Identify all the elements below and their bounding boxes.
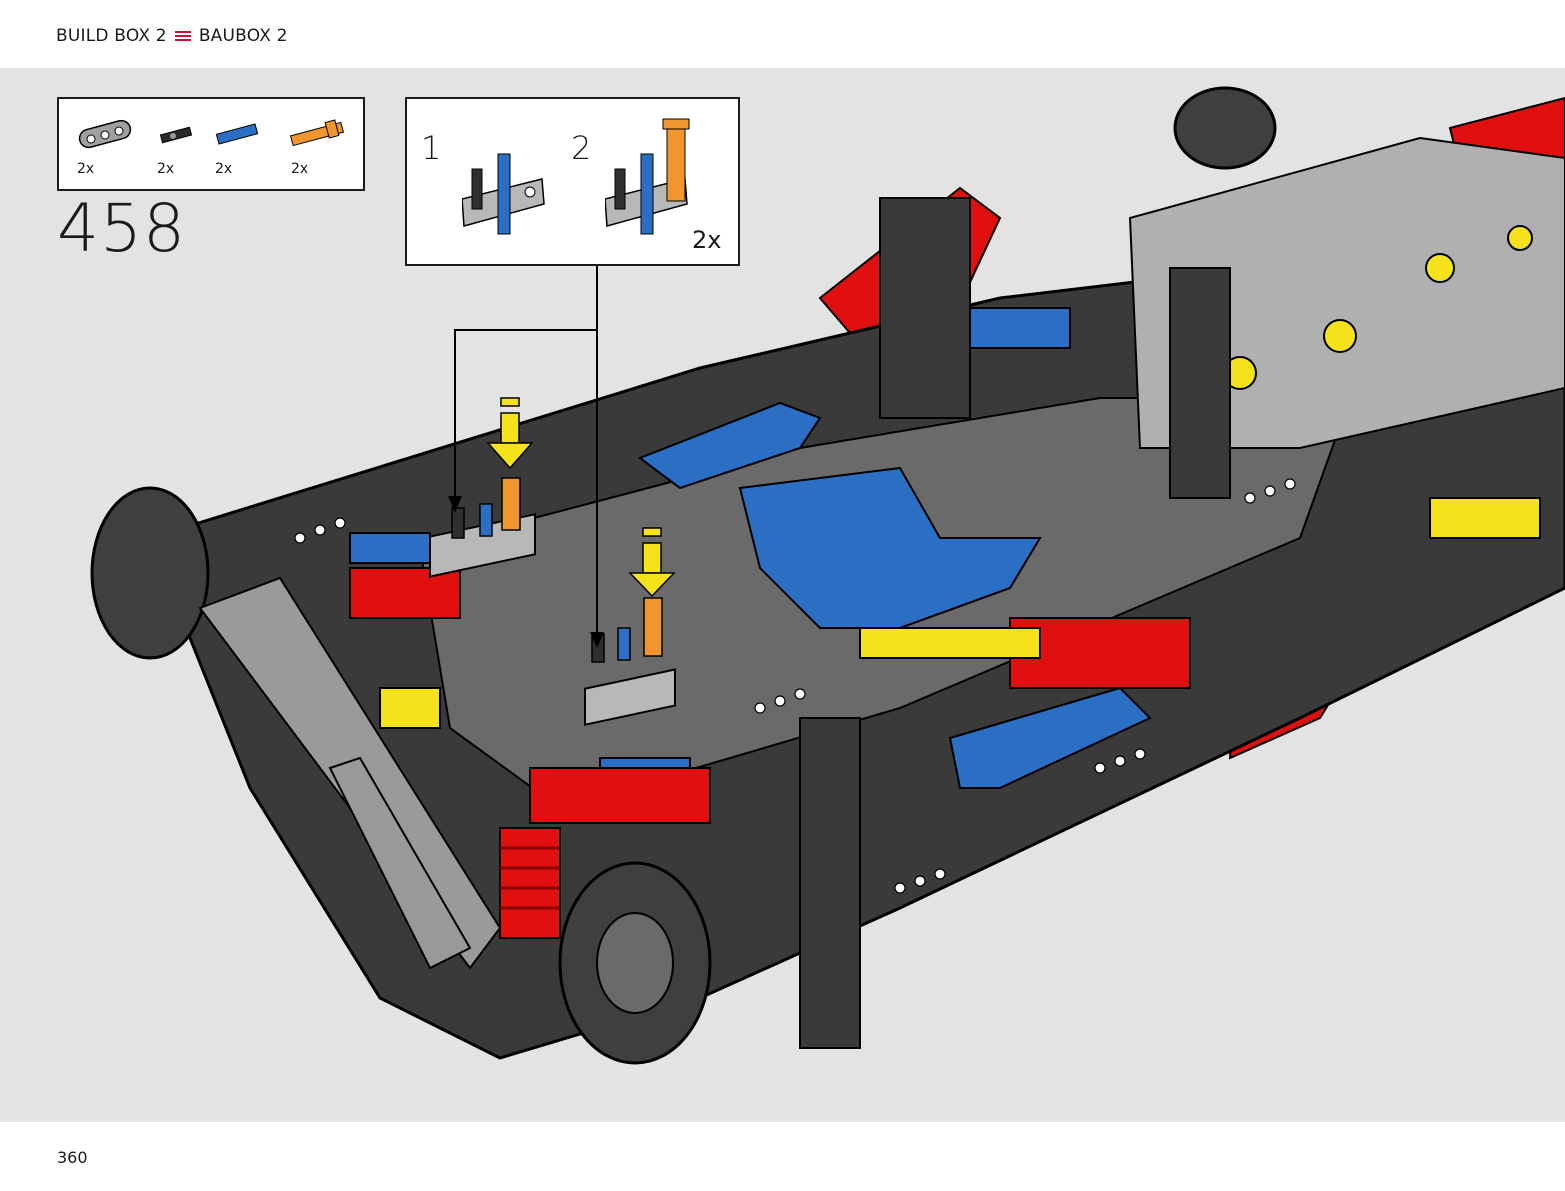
callout-arrowhead-1 [448, 496, 462, 513]
step-number: 458 [57, 190, 186, 267]
placed-parts-group-1 [451, 477, 521, 539]
part-gray-beam: 2x [75, 113, 135, 183]
illustration-canvas: 2x 2x 2x 2x 458 1 [0, 68, 1565, 1122]
part-qty: 2x [215, 161, 233, 177]
yellow-arm-right [1429, 497, 1541, 539]
placed-parts-group-2 [591, 597, 663, 663]
gray-beam-icon [78, 119, 132, 149]
part-blue-pin: 2x [213, 113, 273, 183]
substep-2-label: 2 [571, 129, 592, 167]
page-header: BUILD BOX 2 BAUBOX 2 [0, 0, 1565, 68]
wheel-hub-rear [1173, 86, 1277, 170]
substep-multiplier: 2x [692, 226, 722, 254]
page-footer [0, 1122, 1565, 1191]
target-beam-2 [584, 668, 676, 726]
car-chassis-illustration [90, 86, 1565, 1065]
yellow-shaft [859, 627, 1041, 659]
orange-axle-pin-icon [289, 119, 345, 147]
substep-1-label: 1 [421, 129, 442, 167]
blue-bracket-center [738, 466, 1042, 629]
blue-arm-left [637, 401, 822, 490]
wheel-hub-left [90, 486, 210, 660]
blue-beam-top [969, 307, 1071, 349]
part-orange-pin: 2x [287, 113, 347, 183]
shock-absorber [499, 827, 561, 939]
frame-tower-mid [1169, 267, 1231, 499]
yellow-arrow-2 [628, 527, 676, 598]
black-axle-pin-icon [159, 126, 193, 144]
blue-cylinder-left [349, 532, 431, 564]
frame-tower-left [879, 197, 971, 419]
callout-arrowhead-2 [590, 632, 604, 648]
yellow-arrow-1 [486, 397, 534, 470]
part-black-pin: 2x [155, 113, 215, 183]
frame-tower-front [799, 717, 861, 1049]
substep-2-assembly [605, 118, 690, 235]
part-qty: 2x [157, 161, 175, 177]
page-number: 360 [57, 1148, 88, 1167]
substep-1-assembly [462, 153, 545, 235]
yellow-bracket-left [379, 687, 441, 729]
part-qty: 2x [291, 161, 309, 177]
blue-long-pin-icon [215, 123, 259, 145]
subassembly-box: 1 2 2x [405, 97, 740, 266]
engine-holes [1223, 225, 1533, 390]
callout-lines [454, 266, 598, 634]
build-box-label: BUILD BOX 2 [56, 26, 167, 46]
red-beam-left [349, 567, 461, 619]
red-beam-lower [529, 767, 711, 824]
parts-list-box: 2x 2x 2x 2x [57, 97, 365, 191]
blue-arm-lower [948, 686, 1152, 789]
menu-icon [174, 30, 191, 42]
gray-liftarm-side [328, 756, 472, 970]
part-qty: 2x [77, 161, 95, 177]
build-box-heading: BUILD BOX 2 BAUBOX 2 [56, 26, 288, 46]
baubox-label: BAUBOX 2 [198, 26, 288, 46]
